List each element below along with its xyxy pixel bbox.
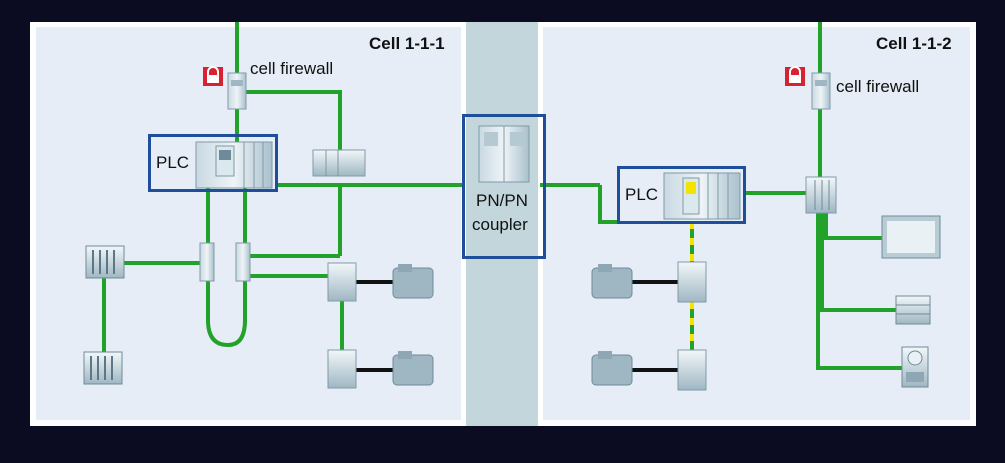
hmi-panel-icon — [881, 215, 941, 259]
motor-icon — [591, 264, 633, 299]
io-module-icon — [312, 149, 366, 177]
plc-label-left: PLC — [156, 153, 190, 172]
plc-box-left — [148, 134, 278, 192]
motor-icon — [392, 264, 434, 299]
coupler-device-icon — [478, 125, 530, 183]
drive-icon — [677, 349, 707, 391]
motor-icon — [392, 351, 434, 386]
coupler-label-line1: PN/PN — [476, 191, 528, 210]
motor-icon — [591, 351, 633, 386]
cell-title-right: Cell 1-1-2 — [876, 34, 952, 53]
operator-panel-icon — [901, 346, 929, 388]
plc-rack-icon — [663, 172, 741, 220]
drive-icon — [327, 262, 357, 302]
firewall-device-icon — [811, 72, 831, 110]
switch-icon — [805, 176, 837, 214]
switch-icon — [199, 242, 215, 282]
coupler-label-line2: coupler — [472, 215, 528, 234]
lock-icon — [785, 66, 805, 86]
firewall-label-right: cell firewall — [836, 77, 920, 96]
plc-label-right: PLC — [625, 185, 659, 204]
motor-connections — [356, 280, 680, 372]
coupler-strip — [466, 22, 538, 426]
lock-icon — [203, 66, 223, 86]
coupler-box — [462, 114, 546, 259]
switch-icon — [235, 242, 251, 282]
plc-rack-icon — [195, 141, 273, 189]
io-module-icon — [895, 295, 931, 325]
firewall-device-icon — [227, 72, 247, 110]
io-module-icon — [83, 351, 123, 385]
drive-icon — [677, 261, 707, 303]
cell-title-left: Cell 1-1-1 — [369, 34, 445, 53]
status-led — [686, 182, 696, 194]
io-module-icon — [85, 245, 125, 279]
firewall-label-left: cell firewall — [250, 59, 334, 78]
plc-box-right — [617, 166, 746, 224]
drive-icon — [327, 349, 357, 389]
